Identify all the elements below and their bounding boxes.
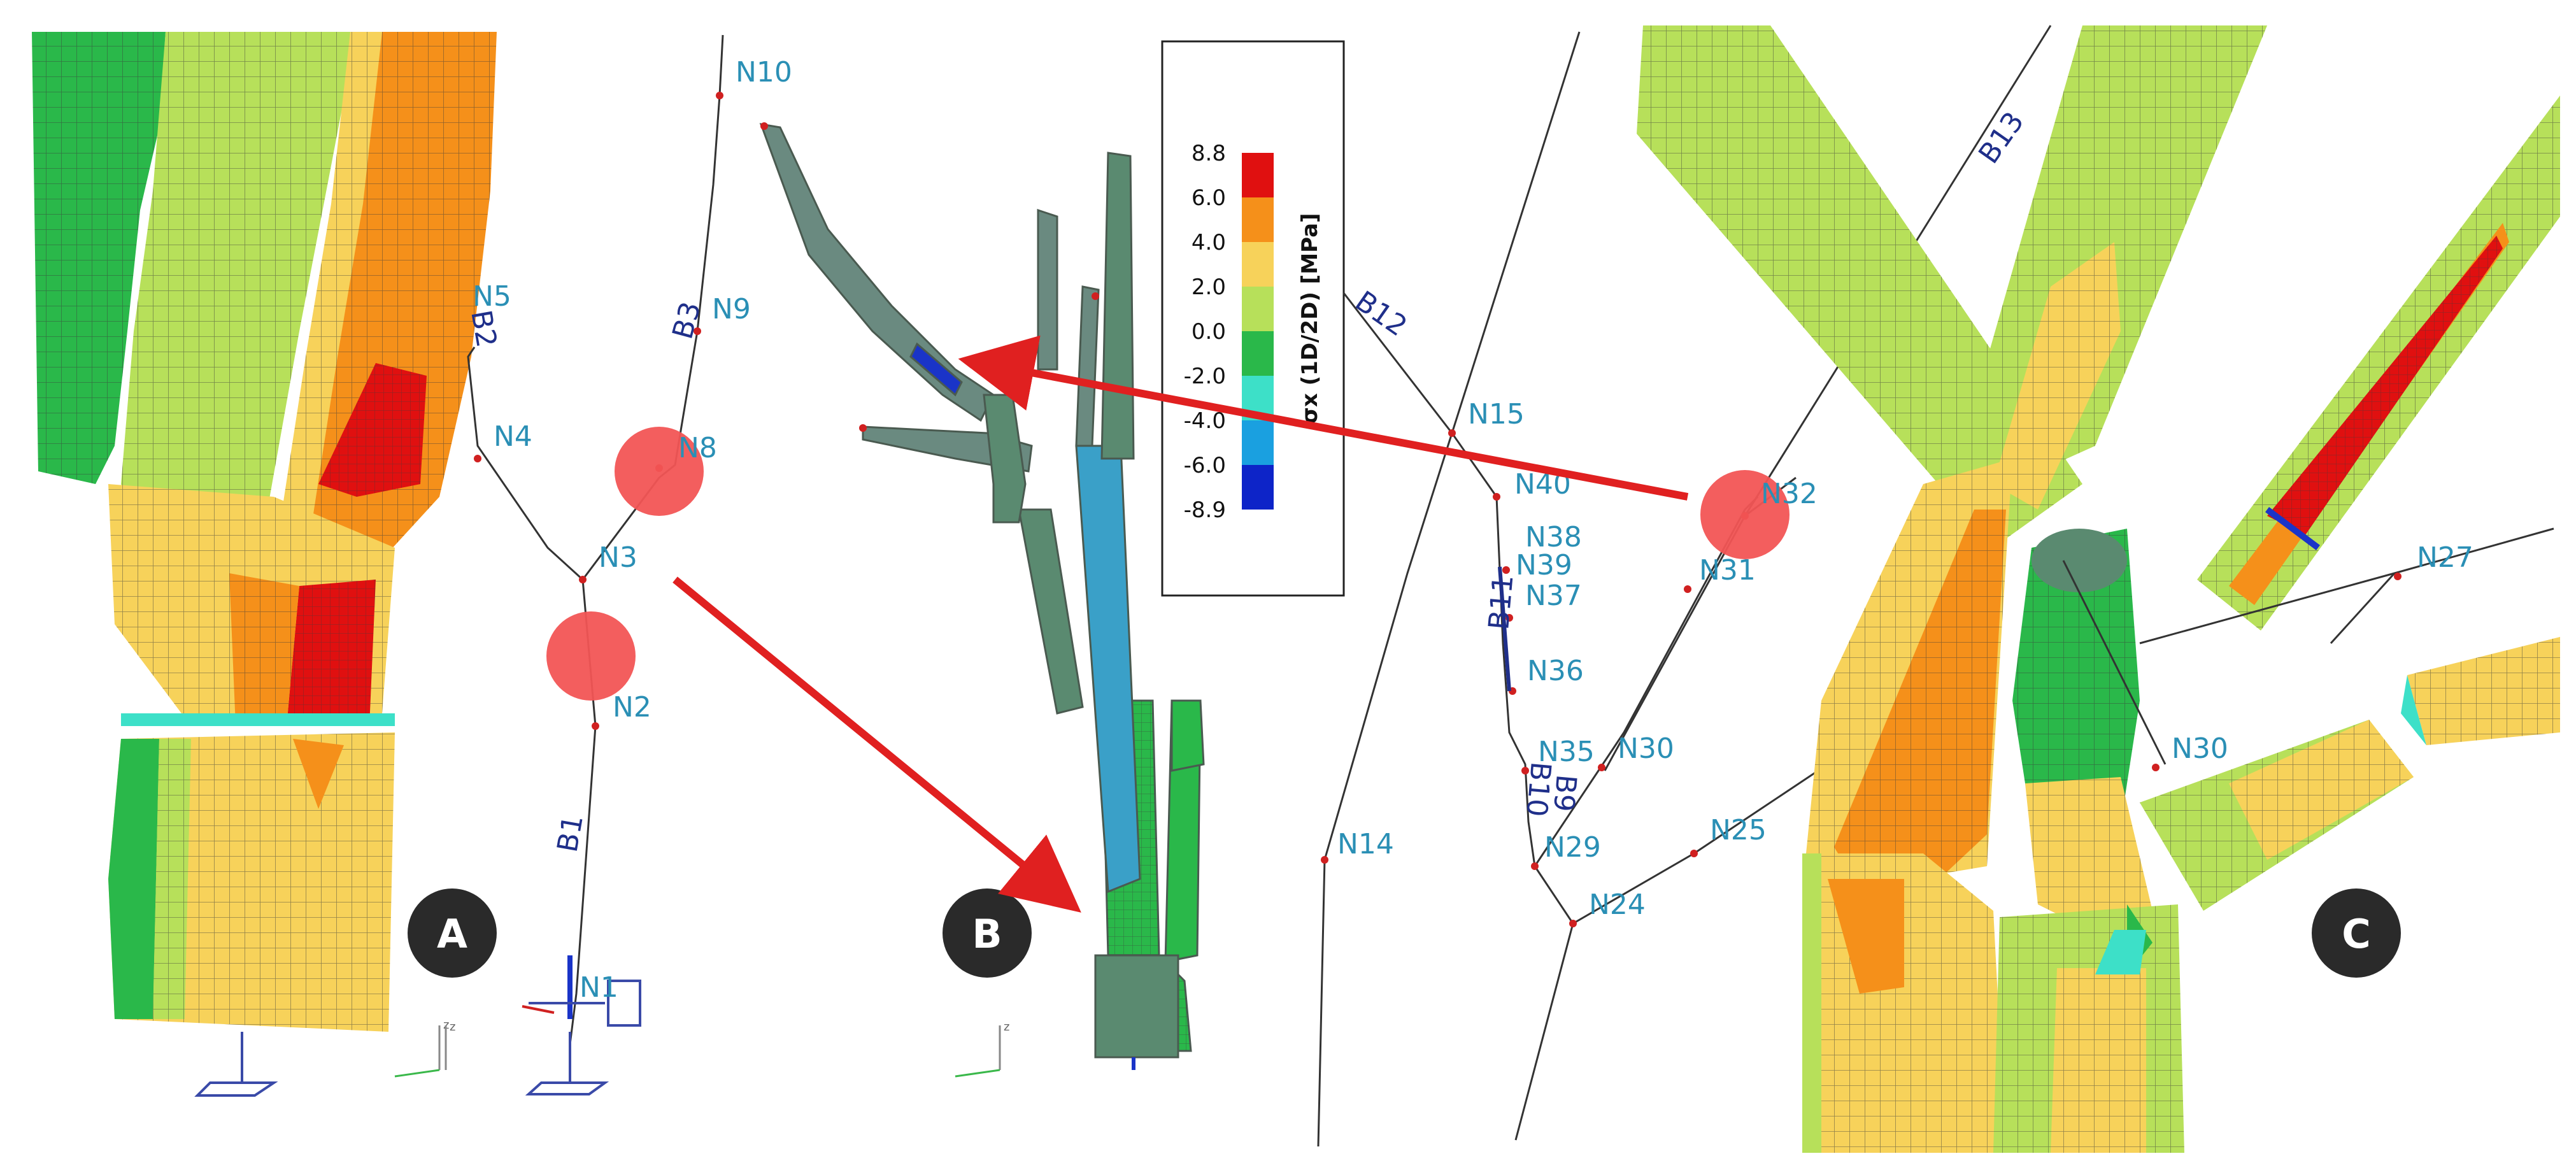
- beam-label-b2: B2: [464, 308, 502, 350]
- node-label-n38: N38: [1525, 521, 1582, 553]
- beam-label-b12: B12: [1349, 285, 1413, 343]
- legend-tick-label: 6.0: [1192, 185, 1226, 211]
- support-symbol-a: [194, 1032, 278, 1097]
- node-label-n14: N14: [1337, 828, 1394, 860]
- legend-swatch: [1242, 153, 1274, 197]
- svg-text:z: z: [443, 1018, 449, 1032]
- legend-title: σx (1D/2D) [MPa]: [1297, 213, 1323, 424]
- node-label-n15: N15: [1468, 398, 1525, 431]
- node-label-n39: N39: [1516, 549, 1572, 581]
- legend-swatch: [1242, 465, 1274, 510]
- legend-tick-label: 0.0: [1192, 319, 1226, 345]
- node-label-n2: N2: [613, 691, 651, 724]
- node-label-n32: N32: [1761, 478, 1818, 510]
- node-label-n29: N29: [1544, 831, 1601, 864]
- legend-tick-label: -2.0: [1184, 364, 1226, 389]
- highlight-circle-n8: [615, 427, 704, 516]
- panel-c-wire: [2062, 527, 2554, 765]
- beam-label-b13: B13: [1972, 106, 2030, 169]
- support-symbol-n1: [522, 955, 641, 1095]
- tree-main-branch-2: [1100, 152, 1135, 460]
- tree-base: [1094, 954, 1179, 1059]
- legend-swatch: [1242, 287, 1274, 331]
- legend-tick-label: 2.0: [1192, 275, 1226, 300]
- legend-swatch: [1242, 242, 1274, 287]
- svg-text:C: C: [2342, 911, 2371, 957]
- tree-branch-right-stub: [1171, 699, 1205, 772]
- panel-c-closeup: [1637, 25, 2560, 1153]
- node-label-n5: N5: [473, 280, 511, 313]
- beam-label-b1: B1: [551, 813, 590, 855]
- node-label-n36: N36: [1527, 655, 1584, 687]
- highlight-circle-n32: [1700, 470, 1790, 559]
- axis-triad-a: z: [394, 1018, 449, 1078]
- legend-tick-label: 8.8: [1192, 141, 1226, 166]
- stress-legend: 8.8 6.0 4.0 2.0 0.0 -2.0 -4.0 -6.0 -8.9 σx (1D/2…: [1161, 40, 1345, 597]
- highlight-circle-n2: [546, 611, 636, 701]
- axis-triad-left: z: [445, 1020, 455, 1070]
- legend-swatch: [1242, 197, 1274, 242]
- legend-tick-label: 4.0: [1192, 230, 1226, 255]
- legend-tick-label: -6.0: [1184, 453, 1226, 478]
- tree-trunk-blue: [1075, 445, 1141, 894]
- axis-triad-b: z: [955, 1020, 1009, 1078]
- node-label-n4: N4: [494, 420, 532, 453]
- node-label-n30a: N30: [1618, 732, 1674, 765]
- tree-branch-top-2: [1075, 285, 1100, 447]
- beam-label-b11: B11: [1483, 574, 1519, 631]
- panel-c-badge: C: [2312, 888, 2401, 978]
- node-label-n10: N10: [736, 56, 792, 89]
- tree-branch-mid: [983, 394, 1027, 524]
- svg-text:A: A: [437, 911, 467, 957]
- tree-branch-upper-left: [759, 123, 995, 422]
- node-label-n1: N1: [580, 971, 618, 1004]
- tree-main-branch: [1018, 508, 1084, 715]
- panel-a-badge: A: [408, 888, 497, 978]
- cut-ring: [121, 713, 395, 726]
- panel-c-nodes: [2152, 573, 2402, 771]
- beam-b11-bar: [1498, 566, 1511, 692]
- legend-swatch: [1242, 331, 1274, 376]
- node-label-n37: N37: [1525, 580, 1582, 612]
- svg-text:B: B: [972, 911, 1002, 957]
- legend-tick-label: -8.9: [1184, 497, 1226, 523]
- node-label-n9: N9: [712, 293, 751, 325]
- panel-b-tree: [759, 123, 1205, 1070]
- legend-swatch: [1242, 420, 1274, 465]
- wireframe-model-left: [467, 34, 724, 1045]
- svg-text:z: z: [450, 1020, 455, 1034]
- svg-text:z: z: [1004, 1020, 1009, 1034]
- node-label-n24: N24: [1589, 888, 1646, 921]
- node-label-n8: N8: [678, 432, 717, 464]
- panel-b-tips: [760, 122, 1099, 432]
- beam-label-b3: B3: [666, 298, 707, 342]
- legend-tick-label: -4.0: [1184, 408, 1226, 434]
- tree-branch-top-1: [1037, 208, 1058, 371]
- node-label-n35: N35: [1538, 736, 1595, 768]
- node-label-n30b: N30: [2172, 732, 2228, 765]
- legend-tick-labels: 8.8 6.0 4.0 2.0 0.0 -2.0 -4.0 -6.0 -8.9: [1184, 141, 1226, 523]
- panel-a-closeup: z: [32, 32, 497, 1097]
- node-label-n3: N3: [599, 541, 637, 574]
- node-label-n31: N31: [1699, 554, 1756, 587]
- arrow-n3-to-b: [672, 576, 1081, 913]
- legend-color-bar: [1242, 153, 1274, 510]
- beam-label-b10: B10: [1520, 760, 1557, 818]
- node-label-n27: N27: [2417, 541, 2473, 574]
- panel-b-badge: B: [943, 888, 1032, 978]
- node-label-n25: N25: [1710, 814, 1767, 846]
- arrow-n32-to-b: [958, 335, 1689, 501]
- beam-label-b9: B9: [1547, 773, 1583, 813]
